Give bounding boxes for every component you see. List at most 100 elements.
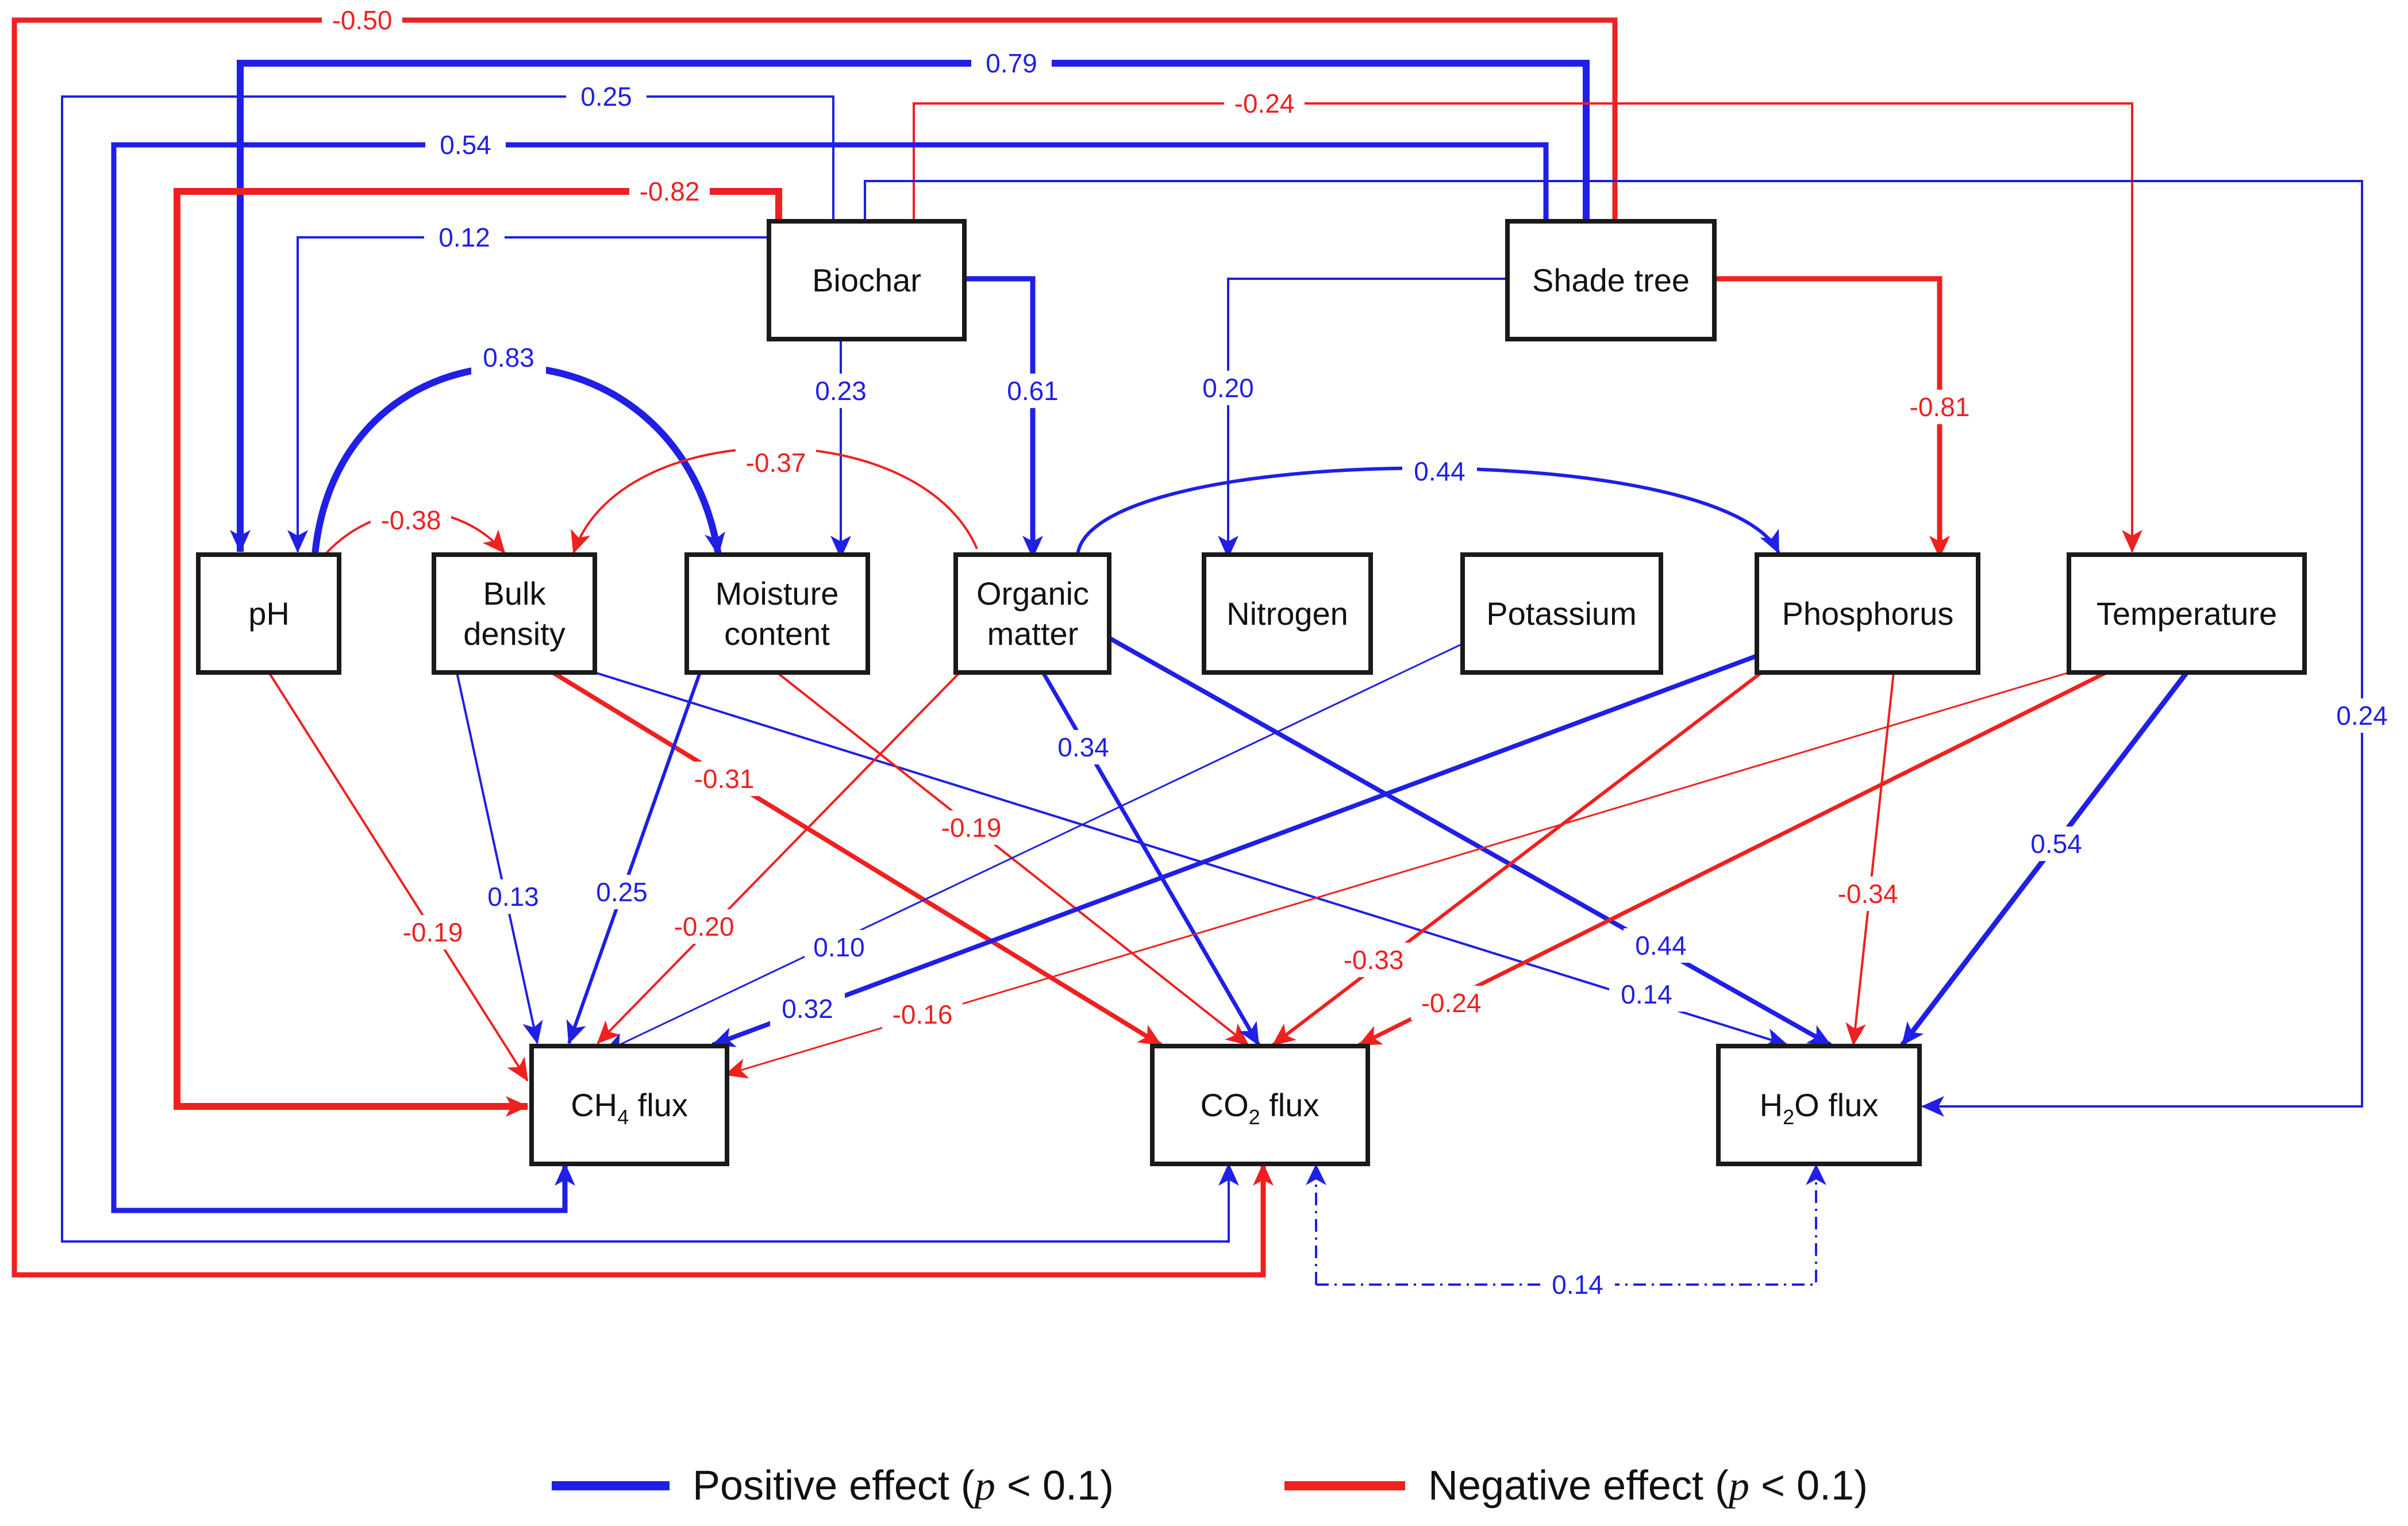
edge-phos-h2o: -0.34 <box>1828 672 1908 1046</box>
edge-label-phos-ch4: 0.32 <box>782 994 833 1024</box>
edge-label-shade-nitro: 0.20 <box>1202 373 1254 403</box>
edge-label-om-ch4: -0.20 <box>674 912 734 941</box>
edge-biochar-moist: 0.23 <box>806 339 875 559</box>
edge-label-moist-ch4: 0.25 <box>596 877 648 907</box>
edge-ph-bulk: -0.38 <box>325 503 506 554</box>
node-label: Potassium <box>1486 595 1636 632</box>
edge-label-biochar-ph: 0.12 <box>438 222 490 252</box>
edge-label-om-bulk: -0.37 <box>746 448 806 478</box>
legend: Positive effect (p < 0.1) Negative effec… <box>552 1463 1868 1509</box>
ch4-subscript: 4 <box>617 1105 629 1129</box>
edge-biochar-ph: 0.12 <box>287 220 769 553</box>
edge-phos-ch4: 0.32 <box>711 653 1760 1047</box>
edge-biochar-om: 0.61 <box>965 276 1067 559</box>
node-label: Biochar <box>812 262 921 298</box>
edge-line <box>1108 636 1832 1047</box>
edge-shade-ph: 0.79 <box>230 46 1590 553</box>
edge-line <box>11 17 1618 1278</box>
edge-line <box>287 236 769 553</box>
node-label-line1: Moisture <box>716 575 839 612</box>
edge-label-biochar-h2o: 0.24 <box>2336 701 2388 731</box>
edge-line <box>111 142 1549 1213</box>
edge-label-phos-h2o: -0.34 <box>1838 879 1898 909</box>
node-label: Nitrogen <box>1226 595 1348 632</box>
node-shade-tree: Shade tree <box>1505 219 1717 341</box>
node-label: Shade tree <box>1532 262 1690 298</box>
edge-ph-moist: 0.83 <box>311 340 725 556</box>
edges: -0.50 0.79 0.25 -0.24 0.54 <box>11 3 2391 1302</box>
edge-label-shade-ch4: 0.54 <box>440 130 491 160</box>
edge-line <box>566 672 702 1044</box>
edge-label-ph-ch4: -0.19 <box>403 917 463 947</box>
edge-om-phos: 0.44 <box>1076 454 1780 555</box>
node-label: CH4 flux <box>571 1087 688 1129</box>
edge-line <box>268 671 529 1082</box>
node-label-line2: matter <box>987 616 1079 652</box>
edge-biochar-ch4: -0.82 <box>174 174 782 1117</box>
edge-line <box>1715 276 1950 559</box>
edge-line <box>1218 278 1506 559</box>
edge-label-potas-ch4: 0.10 <box>813 932 865 962</box>
node-h2o-flux: H2O flux <box>1716 1044 1922 1166</box>
node-organic-matter: Organic matter <box>953 552 1111 675</box>
edge-phos-co2: -0.33 <box>1272 671 1763 1047</box>
node-bulk-density: Bulk density <box>432 552 597 675</box>
edge-biochar-temp: -0.24 <box>913 86 2142 553</box>
arrowhead-co2 <box>1306 1164 1326 1185</box>
edge-label-shade-phos: -0.81 <box>1910 392 1970 422</box>
edge-label-temp-h2o: 0.54 <box>2030 829 2082 859</box>
node-moisture-content: Moisture content <box>684 552 870 675</box>
node-label: Temperature <box>2097 595 2277 632</box>
edge-om-co2: 0.34 <box>1041 671 1261 1046</box>
edge-line <box>230 60 1590 553</box>
edge-line <box>711 653 1760 1047</box>
ch4-main: CH <box>571 1087 617 1123</box>
edge-line <box>1272 671 1763 1047</box>
edge-ph-ch4: -0.19 <box>268 671 529 1082</box>
h2o-tail: O flux <box>1794 1087 1878 1123</box>
node-ch4-flux: CH4 flux <box>529 1044 729 1166</box>
legend-negative-label: Negative effect (p < 0.1) <box>1428 1463 1868 1509</box>
edge-label-biochar-ch4: -0.82 <box>640 176 700 206</box>
node-label-line1: Organic <box>976 575 1089 612</box>
edge-shade-phos: -0.81 <box>1715 276 1980 559</box>
edge-line <box>864 180 2363 1117</box>
edge-label-co2-h2o: 0.14 <box>1552 1270 1603 1300</box>
edge-label-biochar-temp: -0.24 <box>1234 89 1295 118</box>
edge-shade-nitro: 0.20 <box>1194 278 1506 559</box>
node-potassium: Potassium <box>1460 552 1663 675</box>
edge-line <box>1358 670 2107 1047</box>
node-label: CO2 flux <box>1201 1087 1320 1129</box>
legend-negative: Negative effect (p < 0.1) <box>1284 1463 1868 1509</box>
edge-label-om-h2o: 0.44 <box>1635 931 1687 960</box>
edge-bulk-ch4: 0.13 <box>456 672 548 1044</box>
edge-line <box>603 643 1463 1053</box>
edge-label-bulk-h2o: 0.14 <box>1621 979 1672 1009</box>
edge-potas-ch4: 0.10 <box>603 643 1463 1053</box>
h2o-subscript: 2 <box>1783 1105 1794 1129</box>
edge-line <box>1845 672 1895 1046</box>
edge-om-bulk: -0.37 <box>571 445 978 554</box>
legend-positive-label: Positive effect (p < 0.1) <box>693 1463 1114 1509</box>
edge-line <box>965 276 1043 559</box>
node-ph: pH <box>196 552 341 675</box>
node-label-line2: density <box>463 616 565 652</box>
co2-main: CO <box>1201 1087 1249 1123</box>
edge-bulk-h2o: 0.14 <box>594 671 1788 1048</box>
edge-label-bulk-ch4: 0.13 <box>487 882 539 912</box>
node-biochar: Biochar <box>767 219 967 341</box>
edge-label-shade-co2: -0.50 <box>332 5 393 35</box>
edge-line <box>1041 671 1261 1046</box>
edge-moist-ch4: 0.25 <box>566 672 702 1044</box>
nodes: Biochar Shade tree pH Bulk density Moist… <box>196 219 2307 1166</box>
edge-line <box>597 671 961 1044</box>
edge-shade-co2: -0.50 <box>11 3 1618 1278</box>
node-phosphorus: Phosphorus <box>1755 552 1980 675</box>
edge-moist-co2: -0.19 <box>776 671 1249 1046</box>
node-co2-flux: CO2 flux <box>1150 1044 1370 1166</box>
edge-label-moist-co2: -0.19 <box>941 813 1002 843</box>
edge-label-biochar-moist: 0.23 <box>815 376 867 406</box>
edge-line <box>174 188 782 1117</box>
edge-label-bulk-co2: -0.31 <box>694 764 755 794</box>
